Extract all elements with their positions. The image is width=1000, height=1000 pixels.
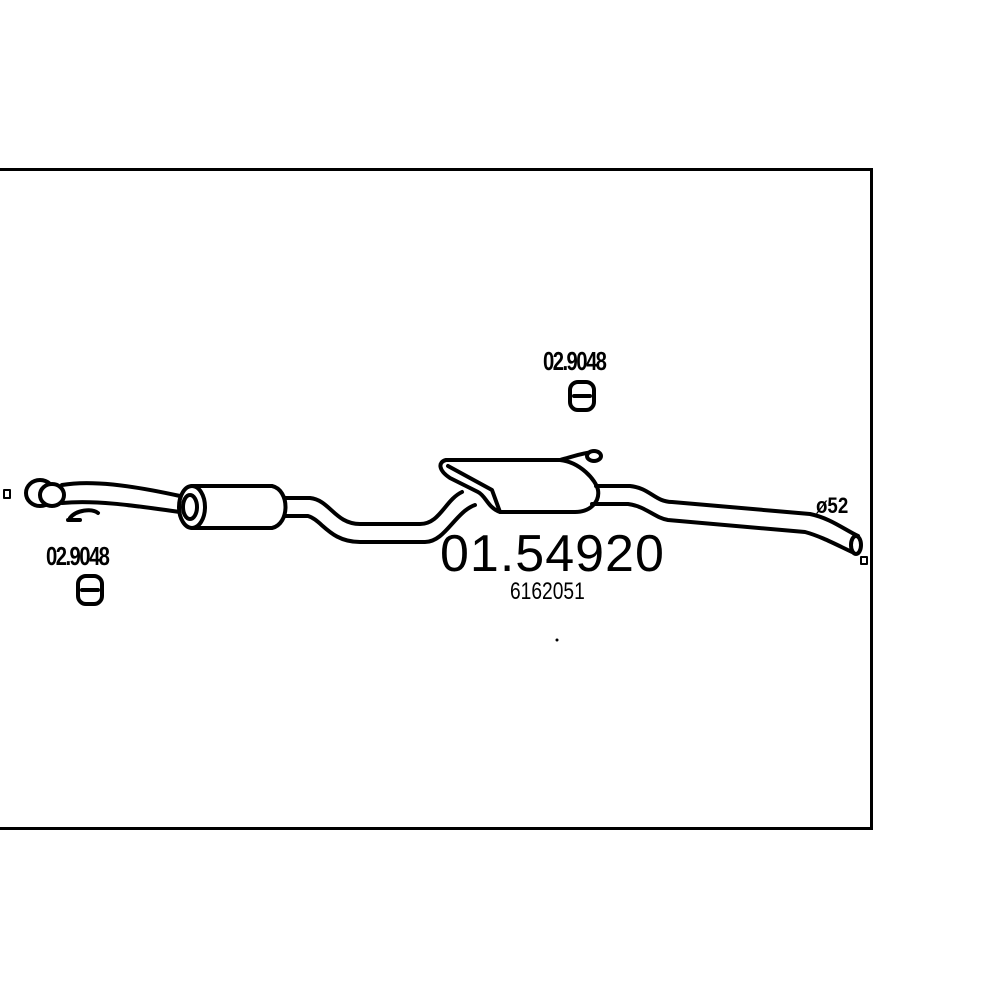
inlet-bracket bbox=[66, 508, 100, 522]
front-pipe bbox=[60, 481, 182, 514]
diagram-frame bbox=[0, 168, 873, 830]
hanger-icon-left bbox=[76, 574, 104, 606]
rear-silencer bbox=[438, 449, 603, 514]
center-silencer bbox=[177, 484, 288, 530]
tail-pipe-outlet bbox=[849, 534, 863, 556]
inlet-flange bbox=[3, 478, 66, 508]
hanger-icon-top bbox=[568, 380, 596, 412]
diameter-label: ø52 bbox=[816, 493, 849, 518]
intermediate-pipe bbox=[283, 490, 477, 544]
tail-pipe bbox=[590, 484, 860, 554]
part-number: 01.54920 bbox=[440, 525, 665, 583]
hanger-label-left: 02.9048 bbox=[46, 541, 110, 571]
dot-mark bbox=[555, 638, 559, 642]
hanger-label-top: 02.9048 bbox=[543, 346, 607, 376]
oe-number: 6162051 bbox=[510, 578, 585, 605]
